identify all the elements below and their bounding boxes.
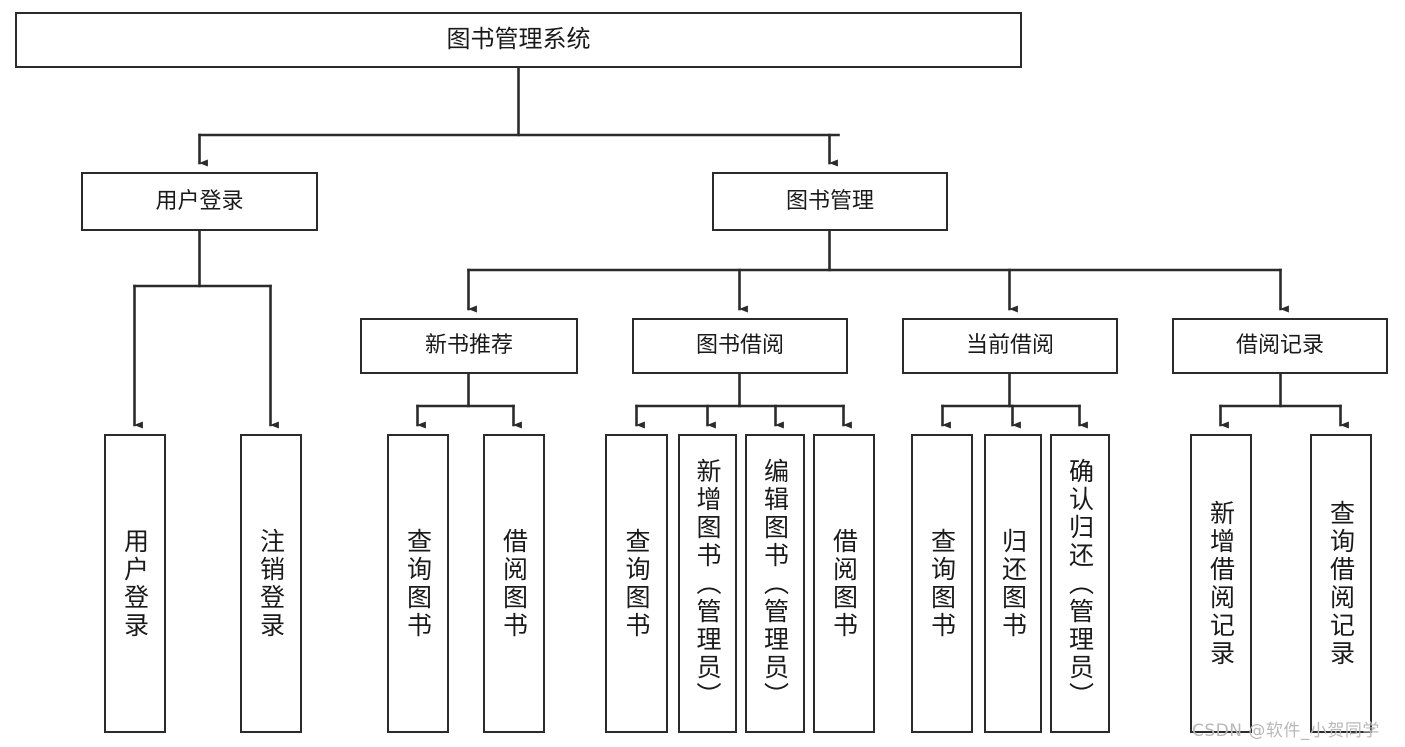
leaf-node-query-book-recommend-label: 查询图书	[403, 527, 433, 640]
leaf-node-query-borrow-record[interactable]: 查询借阅记录	[1310, 434, 1372, 733]
leaf-node-logout[interactable]: 注销登录	[240, 434, 302, 733]
leaf-node-add-borrow-record-label: 新增借阅记录	[1206, 499, 1236, 668]
leaf-node-borrow-book-recommend[interactable]: 借阅图书	[483, 434, 545, 733]
leaf-node-borrow-book-label: 借阅图书	[829, 527, 859, 640]
node-current-borrow-label: 当前借阅	[965, 333, 1054, 359]
leaf-node-edit-book[interactable]: 编辑图书（管理员）	[745, 434, 805, 733]
node-book-borrow[interactable]: 图书借阅	[632, 318, 848, 374]
leaf-node-borrow-book[interactable]: 借阅图书	[813, 434, 875, 733]
node-new-book-recommend-label: 新书推荐	[424, 333, 513, 359]
leaf-node-query-book-borrow-label: 查询图书	[622, 527, 651, 640]
leaf-node-logout-label: 注销登录	[256, 527, 286, 640]
node-user-login[interactable]: 用户登录	[81, 172, 318, 231]
leaf-node-user-login-label: 用户登录	[120, 527, 150, 640]
node-borrow-record-label: 借阅记录	[1235, 333, 1324, 359]
node-book-borrow-label: 图书借阅	[695, 333, 784, 359]
leaf-node-edit-book-label: 编辑图书（管理员）	[760, 457, 790, 710]
leaf-node-query-book-borrow[interactable]: 查询图书	[605, 434, 668, 733]
leaf-node-confirm-return-label: 确认归还（管理员）	[1065, 457, 1095, 710]
leaf-node-query-book-recommend[interactable]: 查询图书	[387, 434, 449, 733]
leaf-node-query-book-current-label: 查询图书	[927, 527, 957, 640]
leaf-node-return-book[interactable]: 归还图书	[984, 434, 1042, 733]
leaf-node-borrow-book-recommend-label: 借阅图书	[499, 527, 529, 640]
node-borrow-record[interactable]: 借阅记录	[1172, 318, 1388, 374]
node-current-borrow[interactable]: 当前借阅	[902, 318, 1118, 374]
node-root-system-label: 图书管理系统	[446, 25, 591, 54]
node-user-login-label: 用户登录	[155, 188, 244, 214]
node-book-management-label: 图书管理	[785, 188, 874, 214]
node-root-system[interactable]: 图书管理系统	[15, 12, 1022, 68]
leaf-node-confirm-return[interactable]: 确认归还（管理员）	[1050, 434, 1110, 733]
node-new-book-recommend[interactable]: 新书推荐	[360, 318, 578, 374]
leaf-node-query-borrow-record-label: 查询借阅记录	[1326, 499, 1356, 668]
leaf-node-add-book-label: 新增图书（管理员）	[693, 457, 722, 710]
leaf-node-return-book-label: 归还图书	[998, 527, 1028, 640]
leaf-node-query-book-current[interactable]: 查询图书	[911, 434, 973, 733]
leaf-node-user-login[interactable]: 用户登录	[104, 434, 166, 733]
leaf-node-add-borrow-record[interactable]: 新增借阅记录	[1190, 434, 1252, 733]
leaf-node-add-book[interactable]: 新增图书（管理员）	[678, 434, 737, 733]
node-book-management[interactable]: 图书管理	[712, 172, 948, 231]
